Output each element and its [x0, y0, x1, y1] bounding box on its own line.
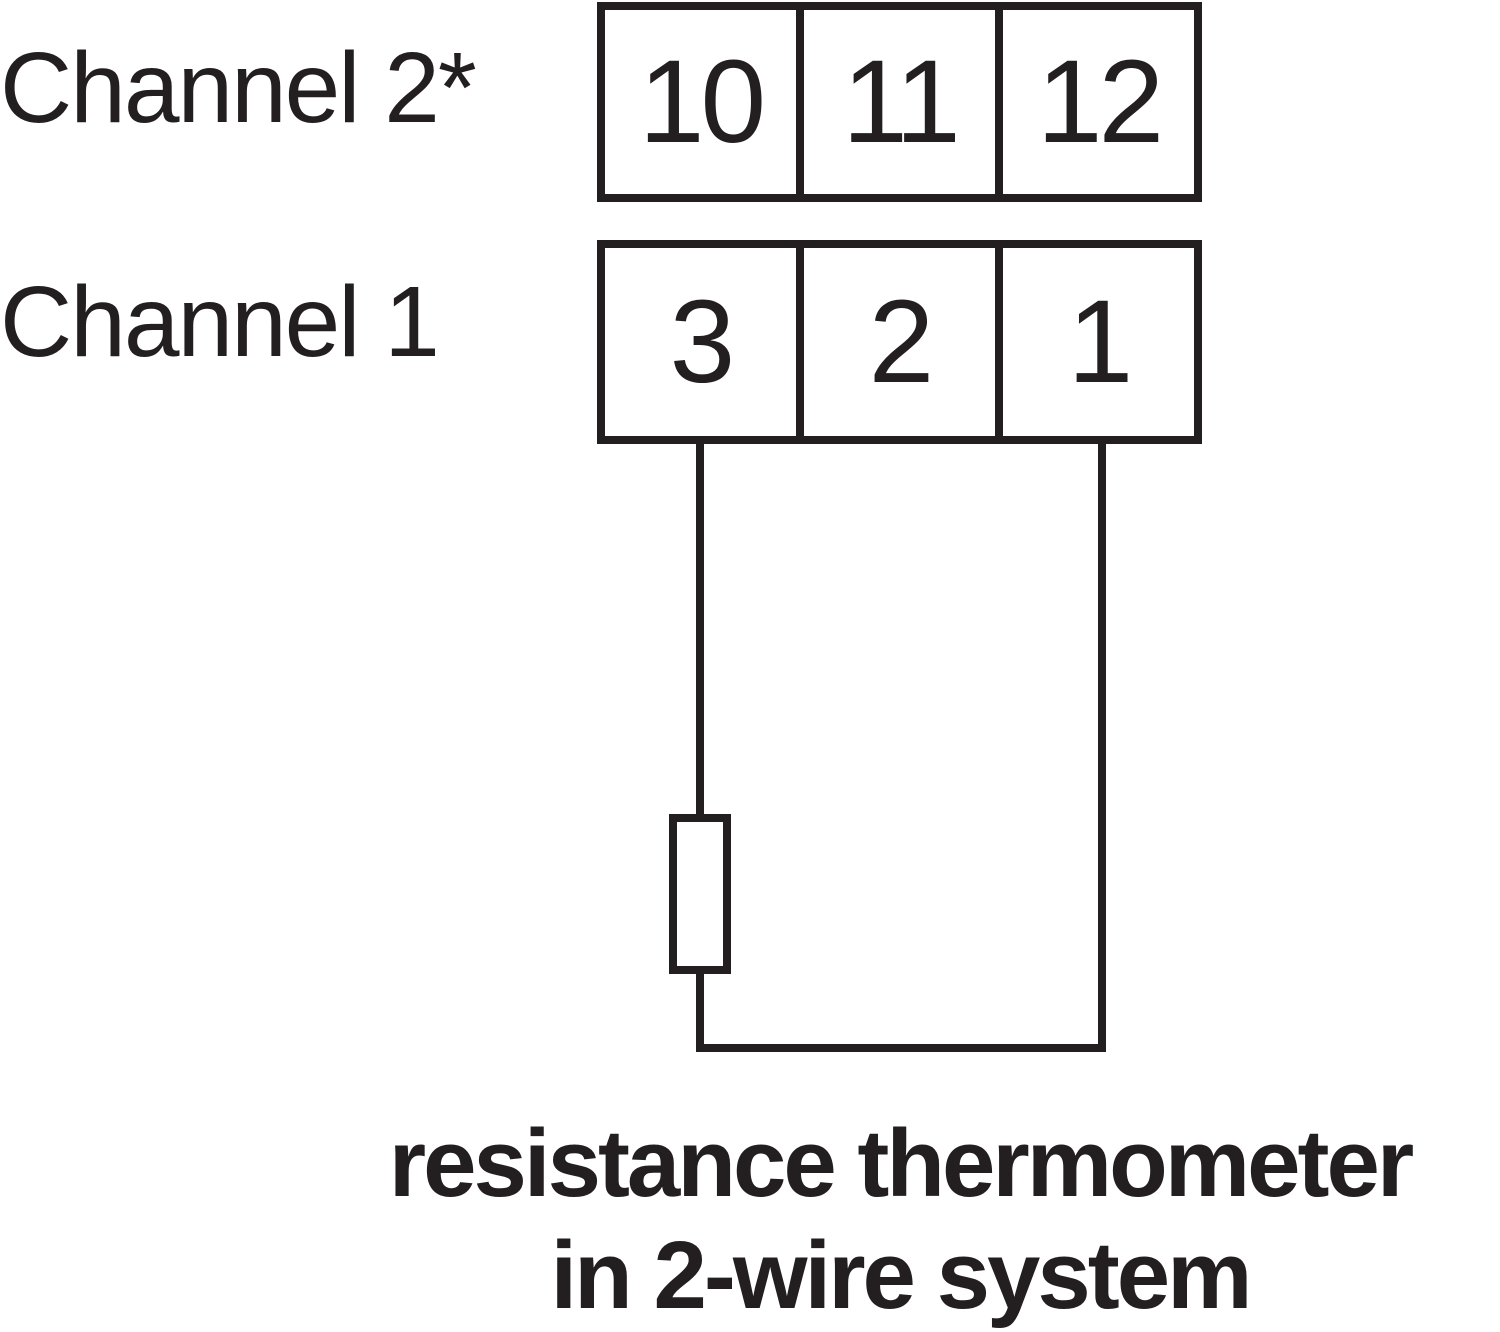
diagram-caption: resistance thermometer in 2-wire system — [300, 1108, 1500, 1332]
terminal-1: 1 — [995, 248, 1194, 436]
caption-line-1: resistance thermometer — [388, 1110, 1414, 1217]
caption-line-2: in 2-wire system — [550, 1222, 1253, 1329]
channel-1-terminal-block: 3 2 1 — [597, 240, 1202, 444]
terminal-11: 11 — [796, 10, 995, 194]
terminal-2: 2 — [796, 248, 995, 436]
terminal-12: 12 — [995, 10, 1194, 194]
wire-terminal-1 — [696, 444, 1106, 1052]
channel-2-label: Channel 2* — [0, 32, 477, 144]
terminal-10: 10 — [638, 36, 766, 168]
resistor-icon — [669, 814, 731, 974]
channel-1-label: Channel 1 — [0, 266, 440, 378]
terminal-3: 3 — [669, 276, 736, 408]
channel-2-terminal-block: 10 11 12 — [597, 2, 1202, 202]
